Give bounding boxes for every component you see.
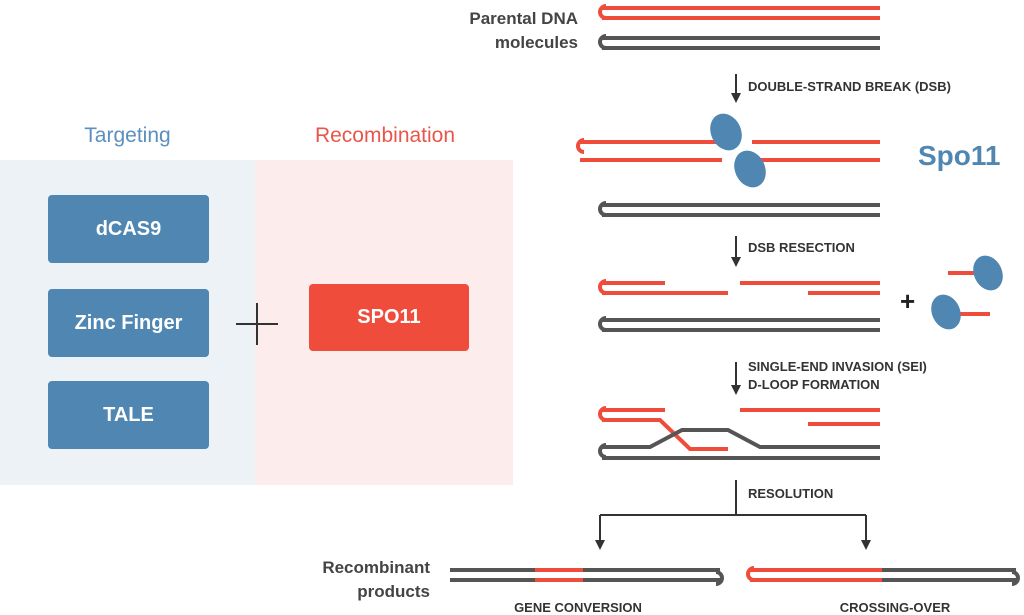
recombinant-label-line1: Recombinant: [322, 558, 430, 577]
step-dloop-label: D-LOOP FORMATION: [748, 377, 880, 392]
released-spo11-2: [931, 294, 961, 330]
crossing-over-product: [746, 566, 1020, 586]
step-resection-label: DSB RESECTION: [748, 240, 855, 255]
spo11-box: SPO11: [309, 284, 469, 351]
step-sei-label: SINGLE-END INVASION (SEI): [748, 359, 927, 374]
dcas9-box: dCAS9: [48, 195, 209, 263]
gene-conversion-label: GENE CONVERSION: [514, 600, 642, 615]
parental-grey-duplex: [598, 34, 880, 50]
dloop-red-strands: [598, 406, 880, 451]
zinc-finger-box: Zinc Finger: [48, 289, 209, 357]
parental-red-duplex: [598, 4, 880, 20]
dsb-grey-duplex: [598, 201, 880, 217]
spo11-label: Spo11: [918, 140, 1000, 171]
crossing-over-label: CROSSING-OVER: [840, 600, 951, 615]
spo11-protein-1: [710, 113, 742, 151]
recombinant-label-line2: products: [357, 582, 430, 601]
gene-conversion-product: [450, 568, 724, 586]
dloop-grey-duplex: [598, 428, 880, 460]
plus-icon: [236, 303, 278, 345]
targeting-heading: Targeting: [84, 124, 171, 147]
plus-sign-released: +: [900, 286, 915, 316]
spo11-protein-2: [734, 150, 766, 188]
parental-label-line1: Parental DNA: [469, 9, 578, 28]
parental-label-line2: molecules: [495, 33, 578, 52]
dsb-red-duplex: [576, 138, 880, 162]
step-dsb-label: DOUBLE-STRAND BREAK (DSB): [748, 79, 951, 94]
resected-red-strands: [598, 279, 880, 295]
tale-box: TALE: [48, 381, 209, 449]
recombination-heading: Recombination: [314, 124, 456, 147]
resection-grey-duplex: [598, 316, 880, 332]
released-spo11-1: [973, 255, 1003, 291]
step-resolution-label: RESOLUTION: [748, 486, 833, 501]
